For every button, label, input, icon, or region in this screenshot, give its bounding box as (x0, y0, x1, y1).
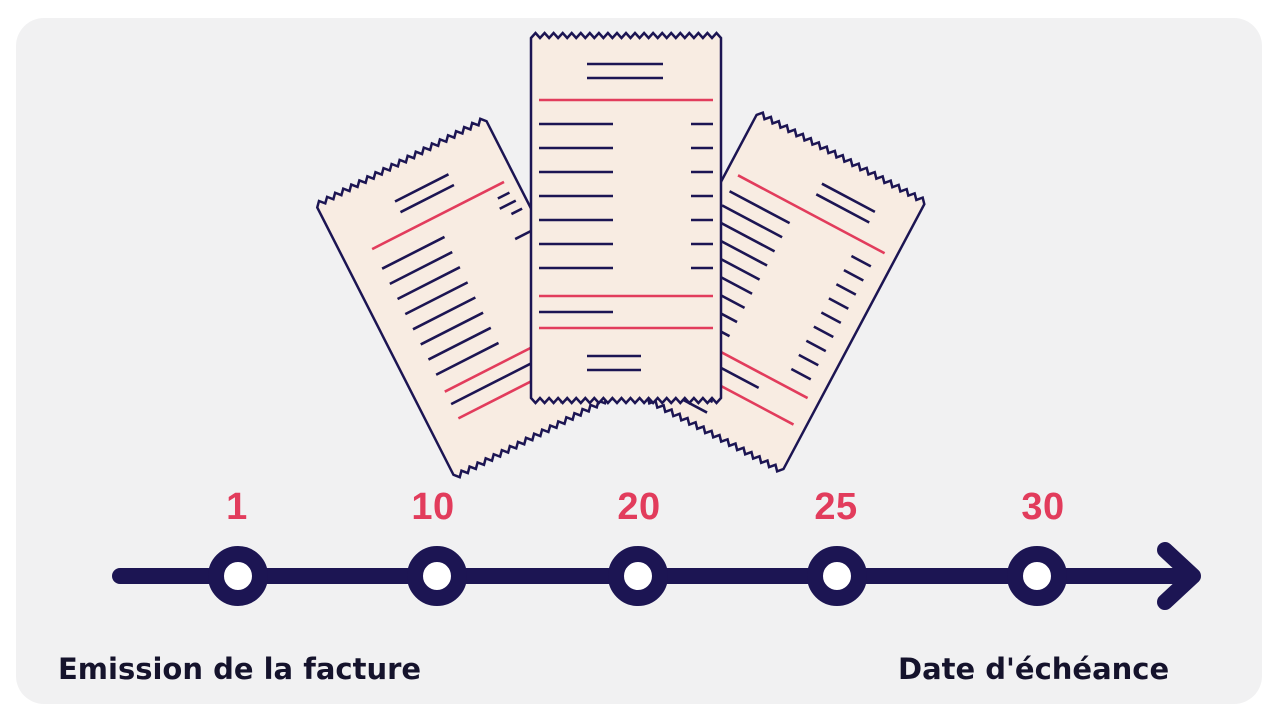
right-receipt-line-14 (813, 325, 834, 339)
timeline-node-25 (807, 546, 867, 606)
right-receipt-line-0 (821, 182, 876, 214)
due-date-caption: Date d'échéance (898, 652, 1170, 686)
left-receipt-line-8 (396, 266, 461, 301)
left-receipt-line-9 (514, 229, 532, 241)
left-receipt-line-14 (427, 326, 492, 361)
left-receipt-line-2 (371, 180, 505, 251)
right-receipt-line-12 (820, 311, 842, 324)
right-receipt-line-7 (713, 218, 776, 253)
left-receipt-line-16 (435, 341, 500, 376)
right-receipt-line-10 (828, 297, 849, 310)
timeline-axis (112, 542, 1201, 610)
center-receipt (529, 31, 723, 405)
tick-label-30: 30 (1021, 486, 1065, 528)
right-receipt-line-16 (805, 339, 827, 353)
right-receipt-line-3 (728, 190, 791, 225)
left-receipt-line-4 (510, 207, 523, 216)
right-receipt-line-6 (843, 268, 864, 282)
timeline-node-20 (608, 546, 668, 606)
tick-label-1: 1 (226, 486, 248, 528)
receipts-icon (315, 31, 926, 479)
left-receipt-line-11 (412, 296, 476, 331)
tick-label-10: 10 (411, 486, 455, 528)
left-receipt-line-6 (499, 199, 517, 210)
arrow-right-icon (1157, 542, 1201, 610)
left-receipt-line-5 (381, 235, 446, 270)
invoice-issue-caption: Emission de la facture (58, 652, 422, 686)
right-receipt-line-2 (737, 174, 886, 255)
timeline-node-30 (1007, 546, 1067, 606)
center-receipt-paper (529, 31, 723, 405)
left-receipt-line-3 (497, 191, 511, 200)
right-receipt-line-1 (815, 193, 870, 224)
tick-label-20: 20 (617, 486, 661, 528)
left-receipt-line-7 (389, 250, 453, 286)
right-receipt-line-4 (850, 254, 872, 268)
left-receipt-line-13 (420, 311, 484, 346)
left-receipt-line-1 (399, 183, 455, 214)
right-receipt-line-20 (790, 367, 812, 381)
right-receipt-line-8 (835, 283, 857, 296)
tick-label-25: 25 (814, 486, 858, 528)
right-receipt-line-18 (798, 353, 819, 367)
right-receipt-line-5 (721, 204, 783, 239)
timeline-node-1 (208, 546, 268, 606)
left-receipt-line-10 (404, 281, 469, 316)
left-receipt-line-0 (394, 173, 450, 203)
timeline-node-10 (407, 546, 467, 606)
